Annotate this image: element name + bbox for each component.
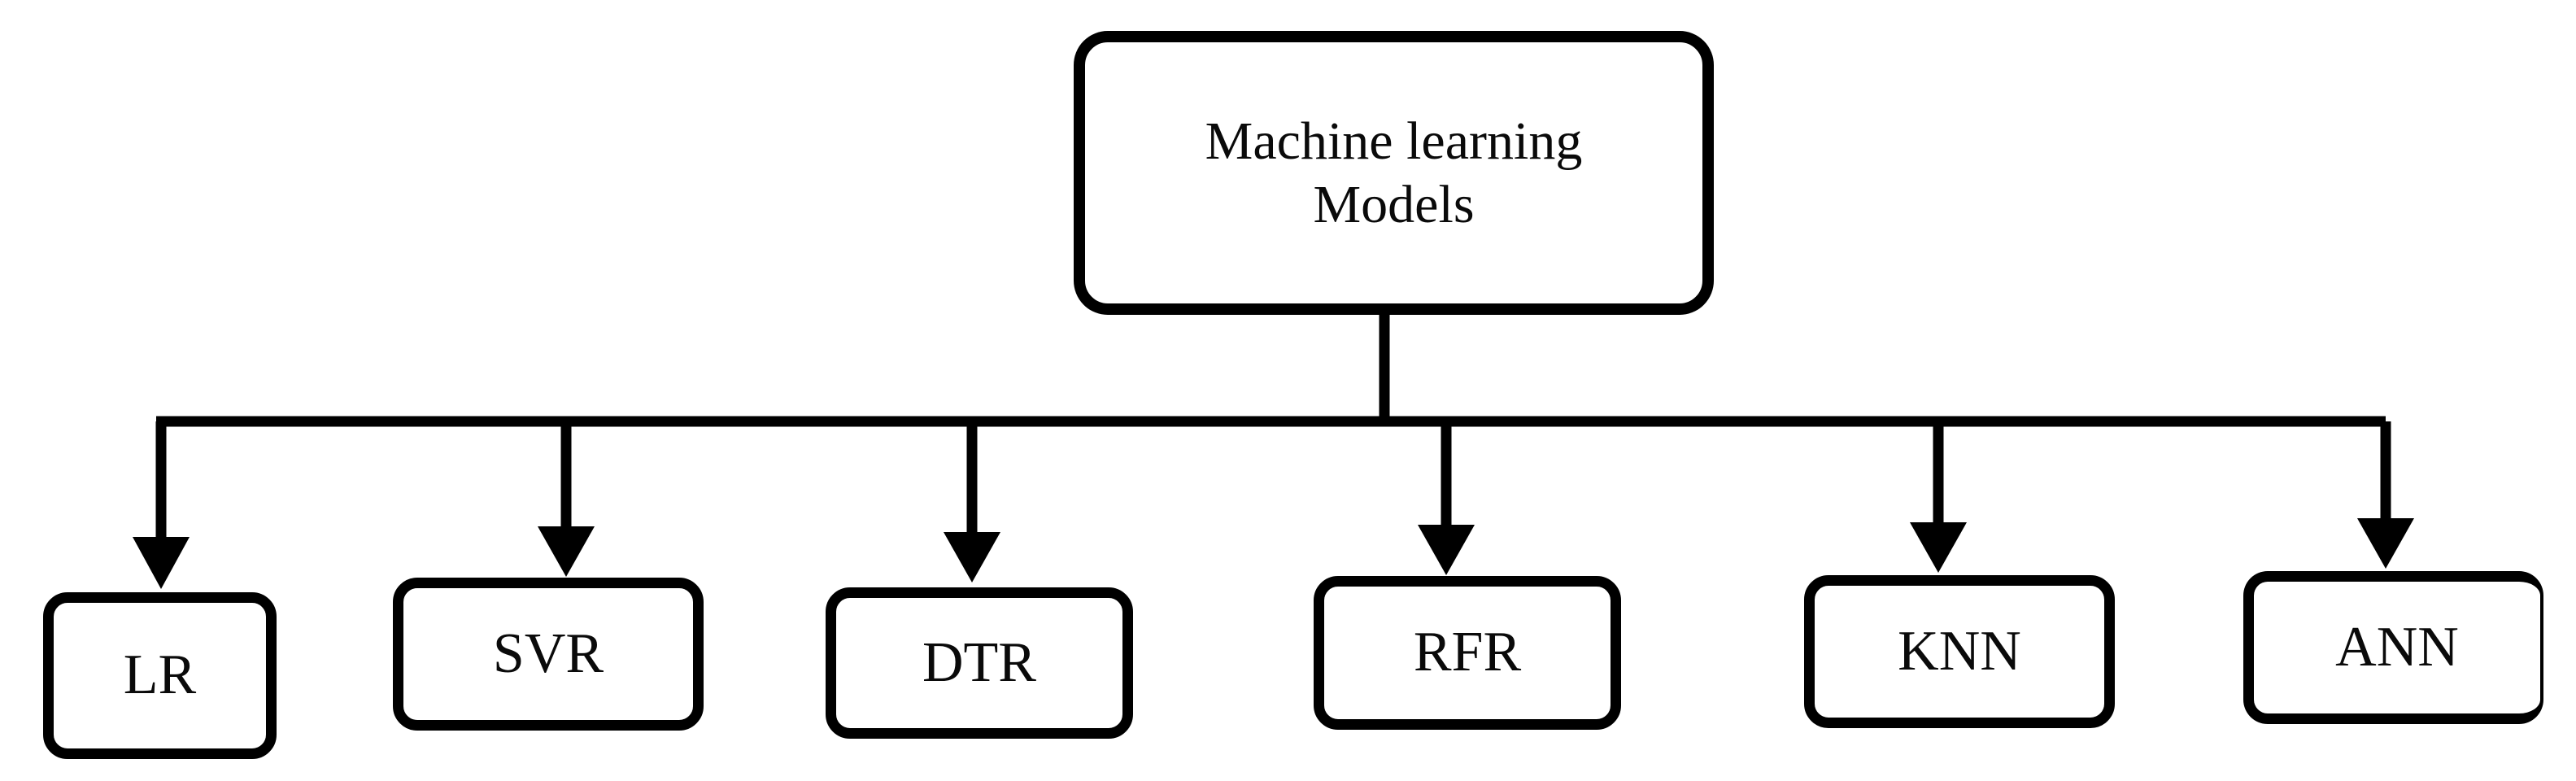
arrowhead-rfr — [1418, 525, 1475, 575]
node-label-ann: ANN — [2335, 615, 2459, 678]
node-svr[interactable]: SVR — [393, 578, 704, 731]
arrowhead-knn — [1910, 522, 1967, 573]
arrowhead-dtr — [944, 532, 1000, 582]
arrowhead-lr — [133, 537, 190, 589]
node-label-rfr: RFR — [1413, 621, 1522, 684]
node-label-knn: KNN — [1898, 619, 2021, 683]
node-ann[interactable]: ANN — [2243, 571, 2543, 724]
node-rfr[interactable]: RFR — [1314, 576, 1621, 730]
arrowhead-ann — [2357, 518, 2414, 569]
node-label-svr: SVR — [492, 622, 604, 685]
arrowhead-svr — [538, 526, 595, 577]
node-lr[interactable]: LR — [43, 592, 277, 759]
node-label-dtr: DTR — [922, 630, 1036, 694]
node-label-lr: LR — [123, 644, 197, 707]
node-machine-learning-models[interactable]: Machine learning Models — [1074, 31, 1714, 315]
node-dtr[interactable]: DTR — [826, 587, 1133, 739]
node-knn[interactable]: KNN — [1804, 575, 2115, 728]
node-label-root: Machine learning Models — [1205, 111, 1583, 234]
